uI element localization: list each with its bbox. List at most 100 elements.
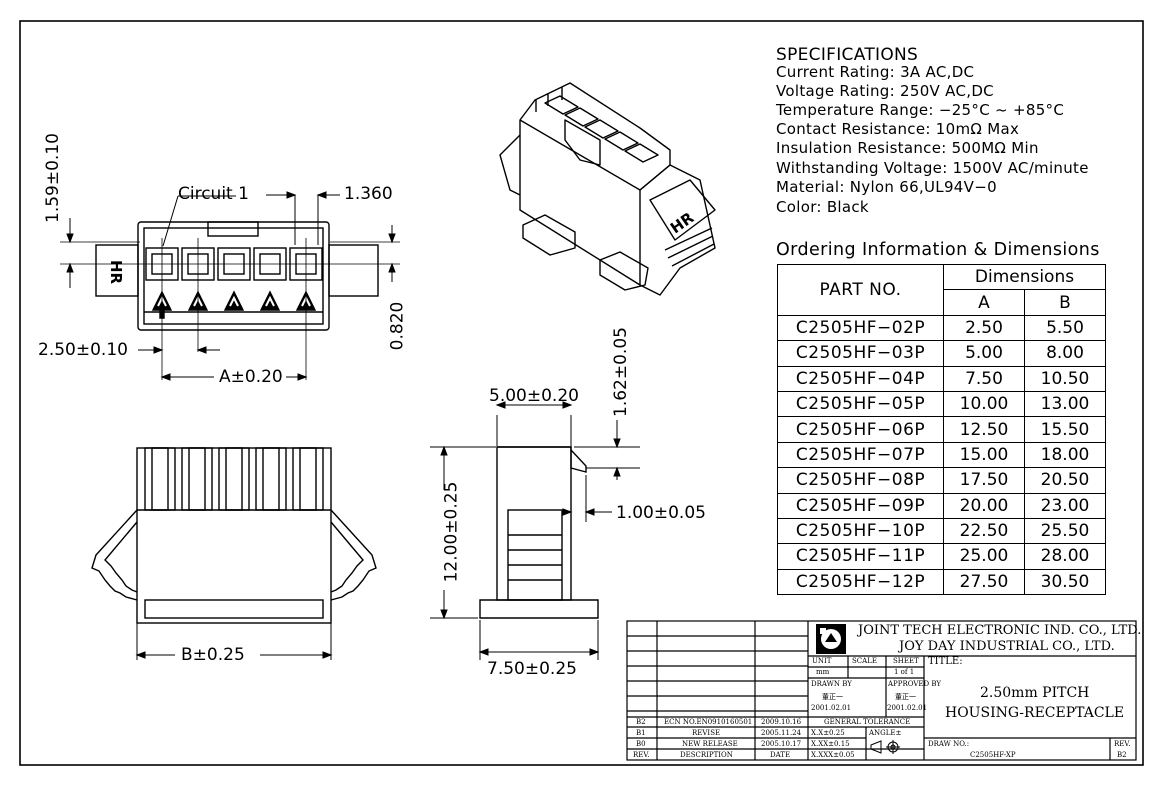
cell-a: 27.50 [943,568,1025,596]
cell-b: 15.50 [1023,416,1107,443]
tolerance-xxx: X.XXX±0.05 [811,751,855,759]
rev-b1-desc: REVISE [692,729,721,737]
rev-b0: B0 [636,740,646,748]
top-view [95,221,379,331]
cell-a: 10.00 [943,390,1025,418]
dim-7-50: 7.50±0.25 [487,659,577,679]
cell-part: C2505HF−09P [777,492,944,519]
unit-label: UNIT [812,657,832,665]
cell-b: 28.00 [1023,543,1107,570]
side-view-b [91,447,377,624]
dim-0-820: 0.820 [387,301,408,351]
ordering-heading: Ordering Information & Dimensions [776,240,1100,260]
cell-b: 30.50 [1023,568,1107,596]
spec-withstanding: Withstanding Voltage: 1500V AC/minute [776,159,1089,177]
side-view-dimensions [430,401,640,660]
cell-a: 5.00 [943,340,1025,367]
cell-part: C2505HF−11P [777,543,944,570]
rev-value: B2 [1117,751,1127,759]
sheet-value: 1 of 1 [894,668,915,676]
rev-label: REV. [1114,740,1131,748]
title-line-1: 2.50mm PITCH [980,685,1090,701]
dim-1-59: 1.59±0.10 [42,133,63,223]
circuit-1-label: Circuit 1 [178,184,249,204]
cell-b: 10.50 [1023,365,1107,392]
sheet-label: SHEET [893,657,919,665]
spec-heading: SPECIFICATIONS [776,45,919,65]
tolerance-label: GENERAL TOLERANCE [824,718,911,726]
cell-part: C2505HF−04P [777,365,944,392]
drawn-by-label: DRAWN BY [811,680,852,688]
projection-symbol [870,740,900,754]
centerlines [60,238,400,380]
title-label: TITLE: [928,656,963,667]
dim-1-00: 1.00±0.05 [616,503,706,523]
company-logo [816,624,846,654]
cell-b: 13.00 [1023,390,1107,418]
isometric-view [499,82,716,296]
hdr-rev: REV. [633,751,650,759]
spec-current: Current Rating: 3A AC,DC [776,63,975,81]
sheet-border [19,20,1144,766]
cell-part: C2505HF−06P [777,416,944,443]
cell-part: C2505HF−03P [777,340,944,367]
cell-part: C2505HF−08P [777,467,944,494]
title-block-lines [626,620,1137,761]
drawn-date: 2001.02.01 [811,704,852,712]
hdr-date: DATE [770,751,791,759]
side-view-profile [479,446,599,619]
col-dimensions: Dimensions [943,263,1106,291]
b-dimension [135,623,333,660]
hr-mark-top-view: HR [107,259,126,285]
unit-value: mm [816,668,830,676]
tolerance-x: X.X±0.25 [811,729,845,737]
spec-voltage: Voltage Rating: 250V AC,DC [776,82,994,100]
rev-b2-date: 2009.10.16 [761,718,802,726]
rev-b1-date: 2005.11.24 [761,729,802,737]
cell-a: 22.50 [943,517,1025,545]
dim-b: B±0.25 [181,645,245,665]
cell-a: 25.00 [943,543,1025,570]
top-view-dimensions [66,191,396,381]
cell-part: C2505HF−10P [777,517,944,545]
cell-a: 12.50 [943,416,1025,443]
col-part-no: PART NO. [777,264,944,316]
draw-no-label: DRAW NO.: [928,740,970,748]
spec-temperature: Temperature Range: −25°C ~ +85°C [776,101,1065,119]
approved-by-label: APPROVED BY [888,680,942,688]
spec-material: Material: Nylon 66,UL94V−0 [776,178,997,196]
rev-b0-desc: NEW RELEASE [682,740,738,748]
approved-date: 2001.02.01 [887,704,928,712]
cell-part: C2505HF−12P [777,568,944,596]
drawn-by-value: 董正一 [822,693,843,701]
cell-a: 15.00 [943,441,1025,469]
draw-no-value: C2505HF-XP [970,751,1016,759]
col-a: A [943,289,1025,316]
rev-b2: B2 [636,718,646,726]
cell-a: 17.50 [943,467,1025,494]
company-name-2: JOY DAY INDUSTRIAL CO., LTD. [899,639,1115,654]
hdr-desc: DESCRIPTION [680,751,733,759]
rev-b1: B1 [636,729,646,737]
rev-b0-date: 2005.10.17 [761,740,802,748]
dim-a: A±0.20 [219,367,283,387]
title-line-2: HOUSING-RECEPTACLE [945,705,1125,721]
approved-by-value: 董正一 [895,693,916,701]
cell-b: 8.00 [1023,340,1107,367]
col-b: B [1023,289,1107,316]
cell-part: C2505HF−05P [777,390,944,418]
spec-contact: Contact Resistance: 10mΩ Max [776,120,1020,138]
cell-b: 18.00 [1023,441,1107,469]
dim-5-00: 5.00±0.20 [489,386,579,406]
